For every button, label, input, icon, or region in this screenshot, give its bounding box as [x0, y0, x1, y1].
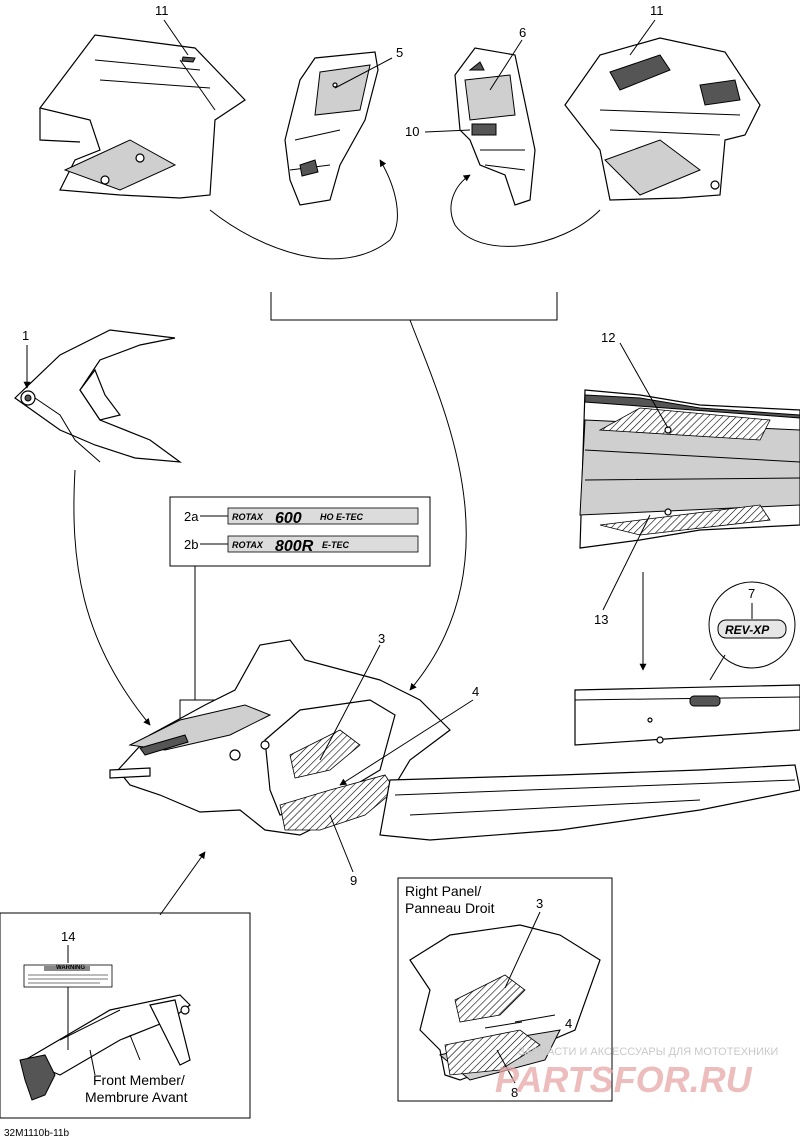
callout-4: 4 [472, 684, 479, 699]
callout-1: 1 [22, 328, 29, 343]
callout-14: 14 [61, 929, 75, 944]
callout-11-left: 11 [155, 3, 169, 18]
callout-8: 8 [511, 1085, 518, 1100]
warning-label-text: WARNING [56, 965, 85, 971]
watermark-brand: PARTSFOR.RU [495, 1059, 753, 1100]
callout-2b: 2b [184, 537, 198, 552]
decal-2b-suffix: E-TEC [322, 540, 350, 550]
left-inner-panel-drawing [284, 51, 379, 206]
decal-2a-brand: ROTAX [232, 512, 264, 522]
decal-2a-model: 600 [275, 510, 302, 527]
snowmobile-body-drawing [109, 639, 800, 841]
front-member-label-line1: Front Member/ [93, 1072, 185, 1088]
callout-4-inset: 4 [565, 1016, 572, 1031]
callout-6: 6 [519, 25, 526, 40]
front-member-label-line2: Membrure Avant [85, 1089, 188, 1105]
callout-3: 3 [378, 631, 385, 646]
decal-7-text: REV-XP [725, 623, 770, 637]
front-member-inset [0, 912, 251, 1119]
right-side-panel-drawing [564, 37, 761, 201]
rev-xp-decal-circle [708, 581, 796, 669]
left-side-panel-drawing [38, 34, 246, 199]
watermark-tagline: ЗАПЧАСТИ И АКСЕССУАРЫ ДЛЯ МОТОТЕХНИКИ [518, 1046, 778, 1058]
callout-2a: 2a [184, 509, 199, 524]
decal-2a-suffix: HO E-TEC [320, 512, 364, 522]
callout-10: 10 [405, 124, 419, 139]
callout-9: 9 [350, 873, 357, 888]
callout-11-right: 11 [650, 3, 664, 18]
right-inner-panel-drawing [454, 47, 536, 206]
callout-3-inset: 3 [536, 896, 543, 911]
tunnel-side-strip-drawing [574, 684, 800, 746]
callout-12: 12 [601, 330, 615, 345]
right-panel-label-line1: Right Panel/ [405, 883, 481, 899]
callout-5: 5 [396, 45, 403, 60]
right-panel-label-line2: Panneau Droit [405, 900, 495, 916]
tunnel-drawing [579, 389, 800, 549]
callout-13: 13 [594, 612, 608, 627]
decal-2b-brand: ROTAX [232, 540, 264, 550]
hood-drawing [14, 329, 183, 463]
callout-7: 7 [748, 586, 755, 601]
drawing-number: 32M1110b-11b [4, 1128, 69, 1139]
engine-decal-box [169, 496, 431, 567]
decal-2b-model: 800R [275, 538, 314, 555]
